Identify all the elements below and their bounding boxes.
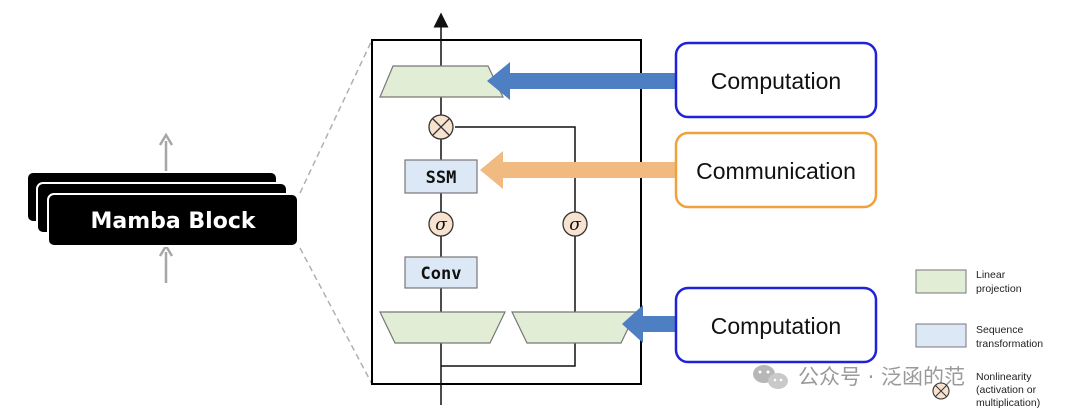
conv-label: Conv (421, 264, 462, 284)
legend: Linear projection Sequence transformatio… (915, 269, 1043, 409)
legend-sequence-swatch (915, 323, 967, 348)
legend-nonlinearity-line-3: multiplication) (976, 397, 1040, 409)
gate-branch-line (441, 126, 576, 367)
watermark: 公众号 · 泛函的范 (753, 365, 965, 389)
callout-communication-label: Communication (696, 158, 856, 184)
communication-arrow (480, 151, 676, 189)
sigma-node-left (428, 211, 454, 237)
computation-arrow-bottom (622, 305, 676, 343)
callout-computation-top-label: Computation (711, 68, 841, 94)
sigma-symbol-left: σ (435, 215, 447, 235)
legend-cross-b (935, 385, 947, 397)
legend-linear-swatch (915, 269, 967, 294)
sigma-node-right (562, 211, 588, 237)
callout-communication: Communication (674, 131, 878, 209)
legend-linear-line-2: projection (976, 283, 1022, 295)
mamba-block-stack: Mamba Block (26, 132, 299, 283)
legend-sequence-line-1: Sequence (976, 324, 1023, 336)
input-projection-left (379, 311, 506, 344)
sigma-symbol-right: σ (569, 215, 581, 235)
wechat-icon (753, 365, 788, 389)
zoom-line-bottom (299, 247, 373, 385)
callout-computation-top: Computation (674, 41, 878, 119)
output-arrow-head (158, 132, 174, 146)
legend-nonlinearity-line-1: Nonlinearity (976, 371, 1032, 383)
callout-computation-bottom-label: Computation (711, 313, 841, 339)
input-projection-right (511, 311, 637, 344)
ssm-box (404, 159, 478, 194)
zoom-line-top (299, 39, 373, 194)
mamba-block (47, 193, 299, 247)
conv-box (404, 256, 478, 289)
mamba-block-label: Mamba Block (90, 209, 256, 234)
multiply-cross-b (432, 118, 450, 136)
callout-computation-bottom: Computation (674, 286, 878, 364)
legend-sequence-line-2: transformation (976, 338, 1043, 350)
ssm-label: SSM (426, 168, 457, 188)
mamba-block-detail: Conv σ σ SSM (371, 12, 642, 405)
output-projection (379, 65, 504, 98)
legend-nonlinearity-line-2: (activation or (976, 384, 1037, 396)
legend-linear-line-1: Linear (976, 269, 1006, 281)
computation-arrow-top (487, 62, 676, 100)
